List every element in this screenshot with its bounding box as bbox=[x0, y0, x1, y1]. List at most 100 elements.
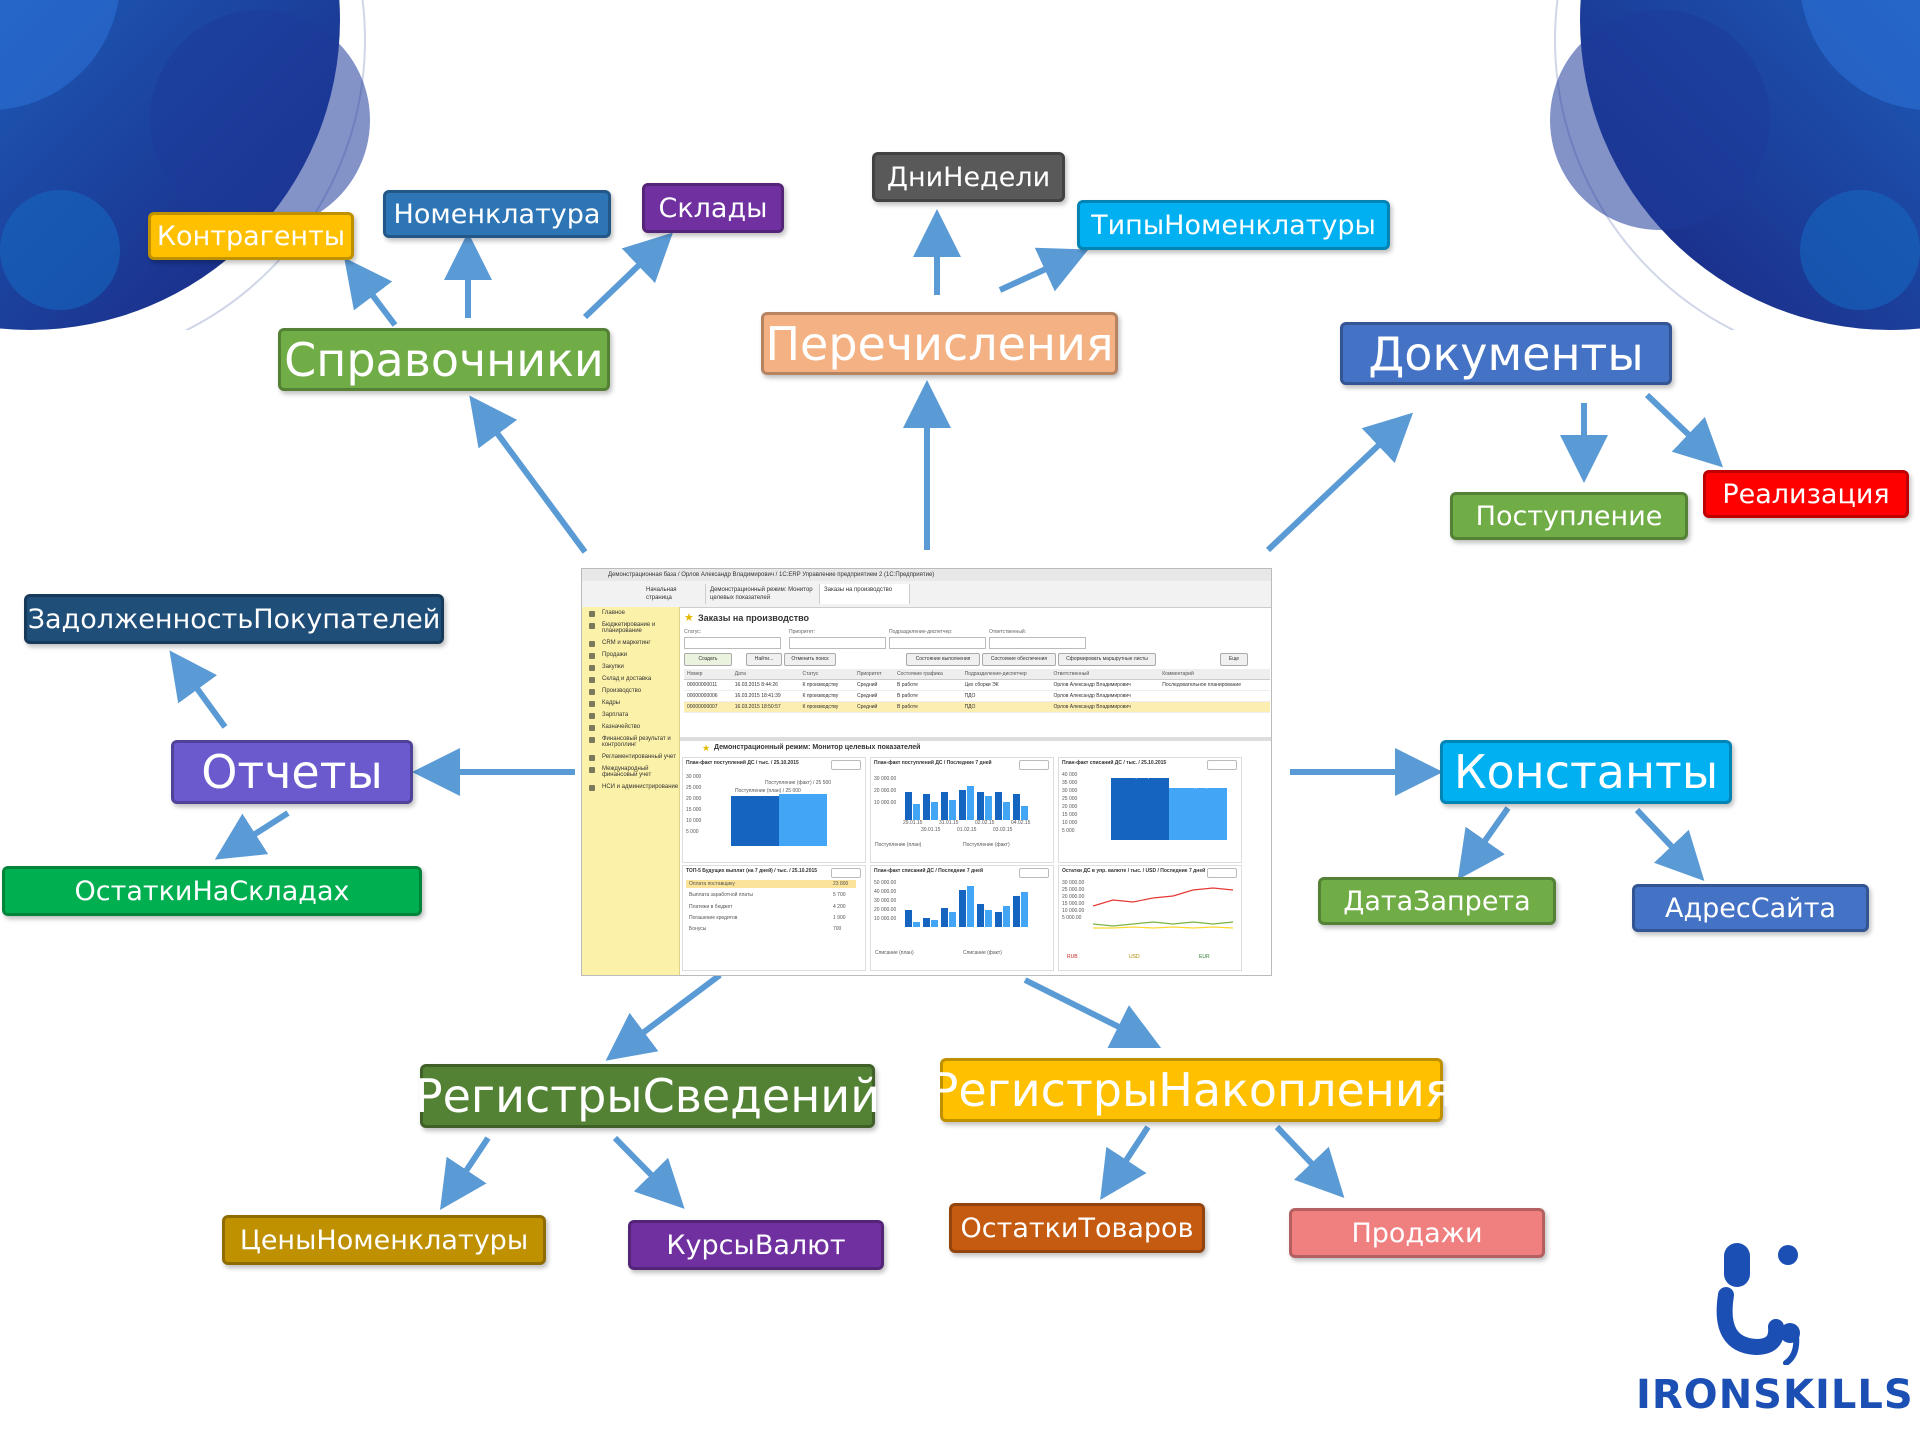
sidebar-item[interactable]: Финансовый результат и контроллинг bbox=[582, 733, 679, 751]
arrow-to-registry-nakopleniya bbox=[1023, 977, 1162, 1049]
node-otchety: Отчеты bbox=[171, 740, 413, 804]
sidebar-item[interactable]: Производство bbox=[582, 685, 679, 697]
data-label: Поступление (факт) / 25 500 bbox=[765, 780, 832, 786]
axis-tick: 25 000 bbox=[686, 785, 702, 791]
cell: Цех сборки ЭК bbox=[961, 679, 1051, 691]
table-row[interactable]: 00000000006 16.03.2015 18:41:39 К произв… bbox=[684, 690, 1270, 702]
panel-income-plan-fact: План-факт поступлений ДС / тыс. / 25.10.… bbox=[682, 757, 866, 863]
create-button[interactable]: Создать bbox=[684, 653, 732, 666]
column-header[interactable]: Номер bbox=[684, 669, 732, 680]
payment-amount: 700 bbox=[833, 926, 842, 932]
tab-home[interactable]: Начальная страница bbox=[642, 584, 706, 604]
payment-name: Погашение кредитов bbox=[689, 915, 738, 921]
supply-state-button[interactable]: Состояние обеспечения bbox=[982, 653, 1056, 666]
tab-monitor[interactable]: Демонстрационный режим: Монитор целевых … bbox=[706, 584, 820, 604]
column-header[interactable]: Комментарий bbox=[1159, 669, 1270, 680]
tab-orders[interactable]: Заказы на производство bbox=[820, 584, 910, 604]
route-sheets-button[interactable]: Сформировать маршрутные листы bbox=[1058, 653, 1156, 666]
filter-priority-input[interactable] bbox=[789, 637, 886, 649]
panel-title: План-факт списаний ДС / тыс. / 25.10.201… bbox=[1062, 760, 1167, 766]
panel-top5-payments: ТОП-5 Будущих выплат (на 7 дней) / тыс. … bbox=[682, 865, 866, 971]
payment-amount: 23 800 bbox=[833, 881, 849, 887]
data-label: Поступление (план) / 25 000 bbox=[735, 788, 801, 794]
arrow-to-prodazhi bbox=[1274, 1124, 1345, 1199]
logo-text: IRONSKILLS bbox=[1636, 1372, 1914, 1418]
node-registry-svedeniy: РегистрыСведений bbox=[415, 1064, 880, 1128]
legend-item: Поступление (факт) bbox=[963, 842, 1010, 848]
column-header[interactable]: Статус bbox=[799, 669, 854, 680]
axis-tick: 40 000.00 bbox=[874, 889, 897, 895]
filter-label: Приоритет: bbox=[789, 629, 816, 635]
column-header[interactable]: Приоритет bbox=[853, 669, 895, 680]
sidebar-item[interactable]: Склад и доставка bbox=[582, 673, 679, 685]
panel-title: План-факт поступлений ДС / Последние 7 д… bbox=[874, 760, 992, 766]
legend-item: Поступление (план) bbox=[875, 842, 922, 848]
sidebar-item[interactable]: Регламентированный учет bbox=[582, 751, 679, 763]
node-dni-nedeli: ДниНедели bbox=[872, 152, 1065, 202]
cell: К производству bbox=[799, 679, 854, 691]
period-select[interactable] bbox=[1207, 868, 1237, 878]
sidebar-item[interactable]: Закупки bbox=[582, 661, 679, 673]
column-header[interactable]: Подразделение-диспетчер bbox=[961, 669, 1051, 680]
column-header[interactable]: Состояние графика bbox=[894, 669, 962, 680]
cancel-search-button[interactable]: Отменить поиск bbox=[784, 653, 836, 666]
payment-name: Бонусы bbox=[689, 926, 707, 932]
highlight-row bbox=[686, 880, 856, 888]
period-select[interactable] bbox=[831, 868, 861, 878]
legend-item: EUR bbox=[1199, 954, 1210, 960]
node-adres-saita: АдресСайта bbox=[1632, 884, 1869, 932]
top-right-decoration bbox=[1550, 0, 1920, 330]
axis-tick: 03.02.15 bbox=[993, 827, 1013, 833]
sidebar-item[interactable]: Продажи bbox=[582, 649, 679, 661]
sidebar-item[interactable]: Кадры bbox=[582, 697, 679, 709]
cell: 16.03.2015 8:44:26 bbox=[731, 679, 800, 691]
sidebar-item[interactable]: НСИ и администрирование bbox=[582, 781, 679, 793]
period-select[interactable] bbox=[831, 760, 861, 770]
bar bbox=[1169, 788, 1227, 840]
favorite-star-icon[interactable]: ★ bbox=[684, 612, 694, 624]
period-select[interactable] bbox=[1019, 868, 1049, 878]
cell: Средний bbox=[853, 690, 895, 702]
cell: В работе bbox=[894, 690, 962, 702]
erp-screenshot: Демонстрационная база / Орлов Александр … bbox=[581, 568, 1272, 976]
table-row[interactable]: 00000000011 16.03.2015 8:44:26 К произво… bbox=[684, 679, 1270, 691]
favorite-star-icon[interactable]: ★ bbox=[702, 743, 711, 753]
axis-tick: 30 000.00 bbox=[874, 776, 897, 782]
sidebar-item[interactable]: Бюджетирование и планирование bbox=[582, 619, 679, 637]
cell: Орлов Александр Владимирович bbox=[1050, 701, 1160, 713]
table-row[interactable]: 00000000007 16.03.2015 18:50:57 К произв… bbox=[684, 701, 1270, 713]
more-button[interactable]: Еще bbox=[1220, 653, 1248, 666]
cell: В работе bbox=[894, 701, 962, 713]
axis-tick: 20 000 bbox=[686, 796, 702, 802]
sidebar-item[interactable]: Казначейство bbox=[582, 721, 679, 733]
execution-state-button[interactable]: Состояние выполнения bbox=[906, 653, 980, 666]
axis-tick: 30 000 bbox=[686, 774, 702, 780]
payment-amount: 4 200 bbox=[833, 904, 846, 910]
sidebar-item[interactable]: Зарплата bbox=[582, 709, 679, 721]
filter-responsible-input[interactable] bbox=[989, 637, 1086, 649]
sidebar-item[interactable]: Международный финансовый учет bbox=[582, 763, 679, 781]
panel-title: План-факт списаний ДС / Последние 7 дней bbox=[874, 868, 984, 874]
arrow-to-dokumenty bbox=[1265, 412, 1414, 553]
arrow-to-data-zapreta bbox=[1457, 806, 1511, 880]
axis-tick: 30 000.00 bbox=[1062, 880, 1085, 886]
axis-tick: 40 000 bbox=[1062, 772, 1078, 778]
sidebar-item[interactable]: Главное bbox=[582, 607, 679, 619]
axis-tick: 15 000 bbox=[686, 807, 702, 813]
period-select[interactable] bbox=[1207, 760, 1237, 770]
period-select[interactable] bbox=[1019, 760, 1049, 770]
splitter[interactable] bbox=[680, 737, 1271, 741]
axis-tick: 20 000 bbox=[1062, 804, 1078, 810]
column-header[interactable]: Ответственный bbox=[1050, 669, 1160, 680]
filter-department-input[interactable] bbox=[889, 637, 986, 649]
find-button[interactable]: Найти... bbox=[746, 653, 782, 666]
sidebar-item[interactable]: CRM и маркетинг bbox=[582, 637, 679, 649]
axis-tick: 30 000.00 bbox=[874, 898, 897, 904]
filter-status-input[interactable] bbox=[684, 637, 781, 649]
axis-tick: 15 000.00 bbox=[1062, 901, 1085, 907]
arrow-to-spravochniki bbox=[469, 395, 588, 554]
payment-amount: 1 900 bbox=[833, 915, 846, 921]
node-data-zapreta: ДатаЗапрета bbox=[1318, 877, 1556, 925]
column-header[interactable]: Дата bbox=[731, 669, 800, 680]
